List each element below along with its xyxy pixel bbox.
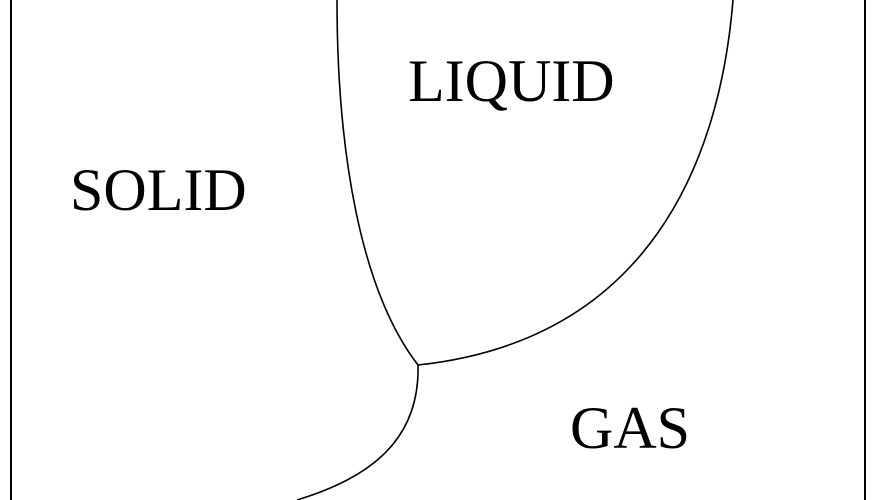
gas-region-label: GAS — [570, 395, 690, 461]
melting-curve — [336, 0, 419, 366]
sublimation-curve — [296, 364, 419, 500]
liquid-region-label: LIQUID — [408, 48, 615, 114]
solid-region-label: SOLID — [70, 157, 247, 223]
boiling-curve — [417, 0, 734, 366]
